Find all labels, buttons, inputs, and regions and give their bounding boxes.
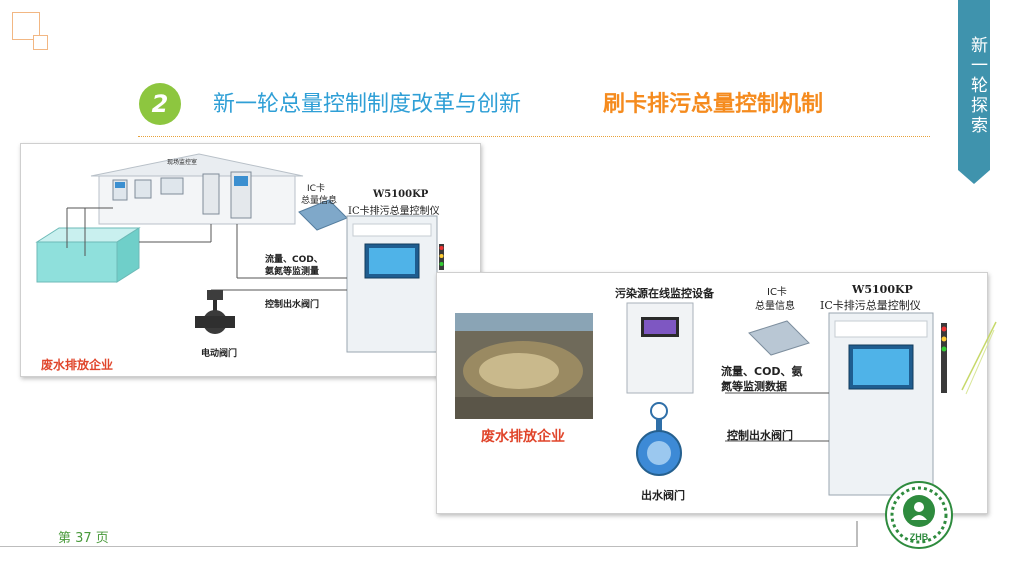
instrument-3	[160, 177, 184, 195]
online-monitoring-device	[626, 302, 694, 394]
slide-title: 新一轮总量控制制度改革与创新	[213, 92, 522, 117]
status-light	[941, 323, 947, 393]
diagram-panel-bottom: 污染源在线监控设备 IC卡 总量信息 W5100KP IC卡排污总量控制仪 流量…	[436, 272, 988, 514]
page-number: 第 37 页	[58, 531, 109, 546]
footer-rule-end	[856, 521, 858, 547]
header-divider	[138, 136, 930, 137]
wastewater-tank	[36, 241, 118, 283]
controller-name: IC卡排污总量控制仪	[820, 299, 921, 312]
valve-label: 出水阀门	[641, 489, 685, 502]
controller-model: W5100KP	[373, 189, 429, 200]
enterprise-label: 废水排放企业	[41, 358, 114, 372]
data-label-line2: 氮等监测数据	[721, 380, 787, 393]
ic-card-label-line2: 总量信息	[301, 196, 338, 206]
controller-model: W5100KP	[852, 283, 913, 296]
diagram-panel-top: 现场监控室 IC卡 总量信息 W5100KP IC卡排污总量控制仪 流量、COD…	[20, 143, 481, 377]
data-label-line2: 氨氮等监测量	[265, 267, 320, 277]
instrument-cabinet-1	[202, 173, 220, 215]
decorative-leaf-lines	[961, 321, 997, 395]
valve-handwheel	[650, 402, 668, 420]
monitor-title: 污染源在线监控设备	[615, 287, 714, 300]
ic-card	[748, 320, 810, 356]
controller-name: IC卡排污总量控制仪	[348, 206, 440, 217]
controller-cabinet	[828, 312, 934, 496]
side-banner	[958, 0, 990, 170]
ic-card-label-line1: IC卡	[307, 184, 325, 194]
zhb-logo: ZHB	[885, 481, 953, 549]
building-label: 现场监控室	[167, 159, 198, 166]
diagram-top-illustration	[35, 153, 444, 353]
building-body	[98, 175, 296, 225]
diagram-bottom-illustration	[455, 302, 947, 496]
corner-decoration-small	[33, 35, 48, 50]
corner-decoration	[12, 12, 40, 40]
ic-card-label-line1: IC卡	[767, 287, 787, 298]
side-banner-tip	[958, 170, 990, 184]
side-banner-text: 新一轮探索	[967, 36, 987, 136]
valve-control-label: 控制出水阀门	[727, 429, 793, 442]
ic-card-label-line2: 总量信息	[755, 301, 795, 312]
valve-label: 电动阀门	[201, 349, 238, 359]
enterprise-label: 废水排放企业	[481, 429, 565, 445]
section-number-badge: 2	[139, 83, 181, 125]
instrument-2	[134, 179, 152, 199]
slide-subtitle: 刷卡排污总量控制机制	[603, 92, 824, 117]
data-label-line1: 流量、COD、	[265, 255, 323, 265]
footer-rule	[0, 546, 858, 547]
logo-text: ZHB	[910, 532, 929, 542]
electric-valve-actuator	[207, 290, 223, 300]
data-label-line1: 流量、COD、氨	[721, 365, 803, 378]
valve-control-label: 控制出水阀门	[265, 300, 320, 310]
